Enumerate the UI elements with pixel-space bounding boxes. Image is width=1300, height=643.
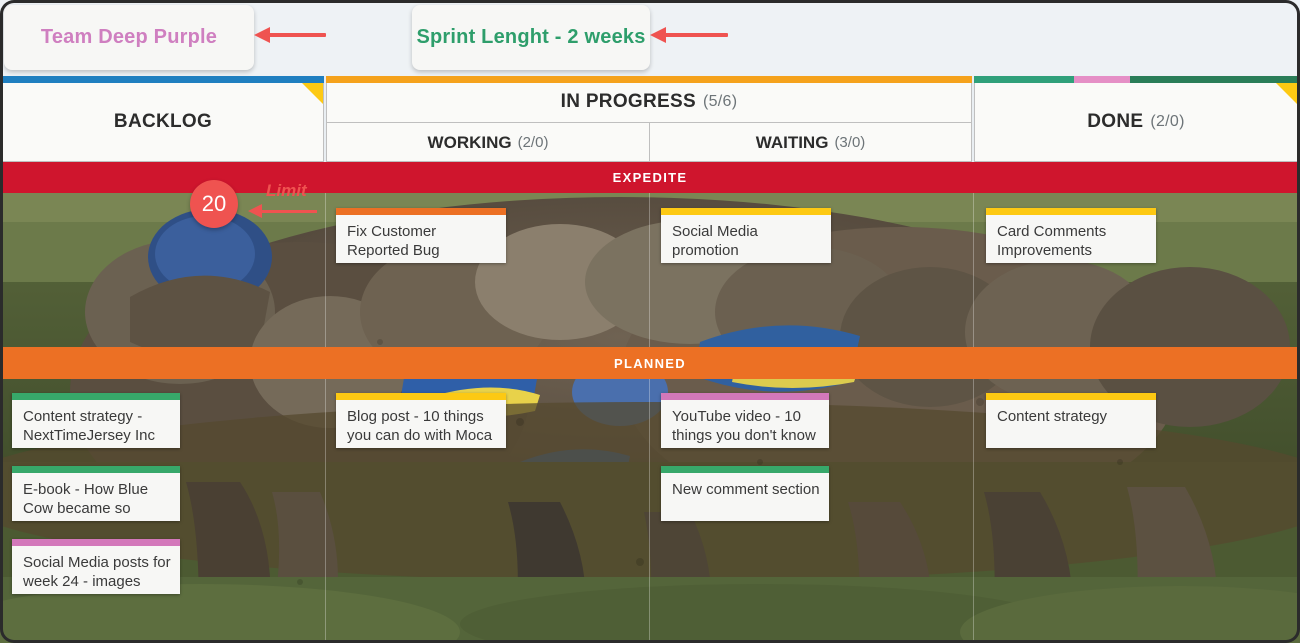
card-title: New comment section [672,481,820,498]
card-title: Card Comments Improvements [997,223,1107,259]
column-header-backlog-title-row: BACKLOG [3,82,323,161]
done-corner-flag-icon [1275,82,1297,104]
card-color-stripe [986,393,1156,400]
backlog-corner-flag-icon [301,82,323,104]
card-title: Content strategy [997,408,1108,425]
team-name-callout[interactable]: Team Deep Purple [4,5,254,70]
column-count-working: (2/0) [517,134,549,151]
card-title: Social Media promotion [672,223,758,259]
card[interactable]: Content strategy - NextTimeJersey Inc [12,393,180,448]
card[interactable]: Blog post - 10 things you can do with Mo… [336,393,506,448]
card-title: E-book - How Blue Cow became so [23,481,149,517]
column-count-done: (2/0) [1150,113,1185,130]
column-separator [325,162,326,643]
card-color-stripe [661,393,829,400]
column-header-done[interactable]: DONE (2/0) [974,82,1298,162]
swimlane-label-expedite: EXPEDITE [612,170,688,185]
callout-strip: Team Deep Purple Sprint Lenght - 2 weeks [0,0,1300,76]
limit-annotation-label: Limit [266,181,307,200]
swimlane-label-planned: PLANNED [614,355,686,371]
column-count-in-progress: (5/6) [702,93,738,110]
column-color-bars [0,76,1300,83]
card[interactable]: E-book - How Blue Cow became so [12,466,180,521]
column-title-in-progress: IN PROGRESS [560,91,696,112]
card-color-stripe [661,466,829,473]
card[interactable]: Social Media promotion [661,208,831,263]
done-color-bar-accent [1074,76,1130,83]
done-color-bar-dark [1130,76,1298,83]
card-color-stripe [986,208,1156,215]
column-header-waiting[interactable]: WAITING (3/0) [649,122,971,161]
column-count-waiting: (3/0) [834,134,866,151]
sprint-length-label: Sprint Lenght - 2 weeks [416,26,646,48]
column-title-working: WORKING [427,132,512,152]
swimlane-header-planned[interactable]: PLANNED [0,347,1300,379]
backlog-wip-limit-value: 20 [201,191,227,216]
card-title: Fix Customer Reported Bug [347,223,440,259]
column-separator [649,162,650,643]
in-progress-subcolumns: WORKING (2/0) WAITING (3/0) [327,122,971,161]
card-color-stripe [661,208,831,215]
column-header-in-progress-title-row: IN PROGRESS (5/6) [327,82,971,122]
card-color-stripe [12,539,180,546]
card-title: Content strategy - NextTimeJersey Inc [23,408,155,444]
column-title-waiting: WAITING [755,132,829,152]
column-title-backlog: BACKLOG [113,111,213,132]
done-color-bar [974,76,1074,83]
column-header-in-progress[interactable]: IN PROGRESS (5/6) WORKING (2/0) WAITING … [326,82,972,162]
card[interactable]: Content strategy [986,393,1156,448]
column-header-backlog[interactable]: BACKLOG [2,82,324,162]
card-color-stripe [12,393,180,400]
card[interactable]: Fix Customer Reported Bug [336,208,506,263]
column-separator [973,162,974,643]
card[interactable]: Card Comments Improvements [986,208,1156,263]
team-name-label: Team Deep Purple [40,26,218,48]
card[interactable]: Social Media posts for week 24 - images [12,539,180,594]
sprint-length-callout[interactable]: Sprint Lenght - 2 weeks [412,5,650,70]
column-title-done: DONE [1087,111,1144,132]
card-color-stripe [12,466,180,473]
column-header-working[interactable]: WORKING (2/0) [327,122,649,161]
card[interactable]: New comment section [661,466,829,521]
card-title: Social Media posts for week 24 - images [23,554,171,590]
card[interactable]: YouTube video - 10 things you don't know [661,393,829,448]
card-title: YouTube video - 10 things you don't know [672,408,816,444]
board-column-headers: BACKLOG 20 Limit IN PROGRESS (5/6) WORKI… [0,82,1300,228]
board-body: EXPEDITE Fix Customer Reported Bug Socia… [0,162,1300,643]
column-header-done-title-row: DONE (2/0) [975,82,1297,161]
backlog-color-bar [2,76,324,83]
sprint-callout-arrow-icon [650,27,728,43]
backlog-wip-limit-badge[interactable]: 20 [190,180,238,228]
card-color-stripe [336,393,506,400]
card-color-stripe [336,208,506,215]
team-callout-arrow-icon [254,27,326,43]
card-title: Blog post - 10 things you can do with Mo… [347,408,493,444]
in-progress-color-bar [326,76,972,83]
